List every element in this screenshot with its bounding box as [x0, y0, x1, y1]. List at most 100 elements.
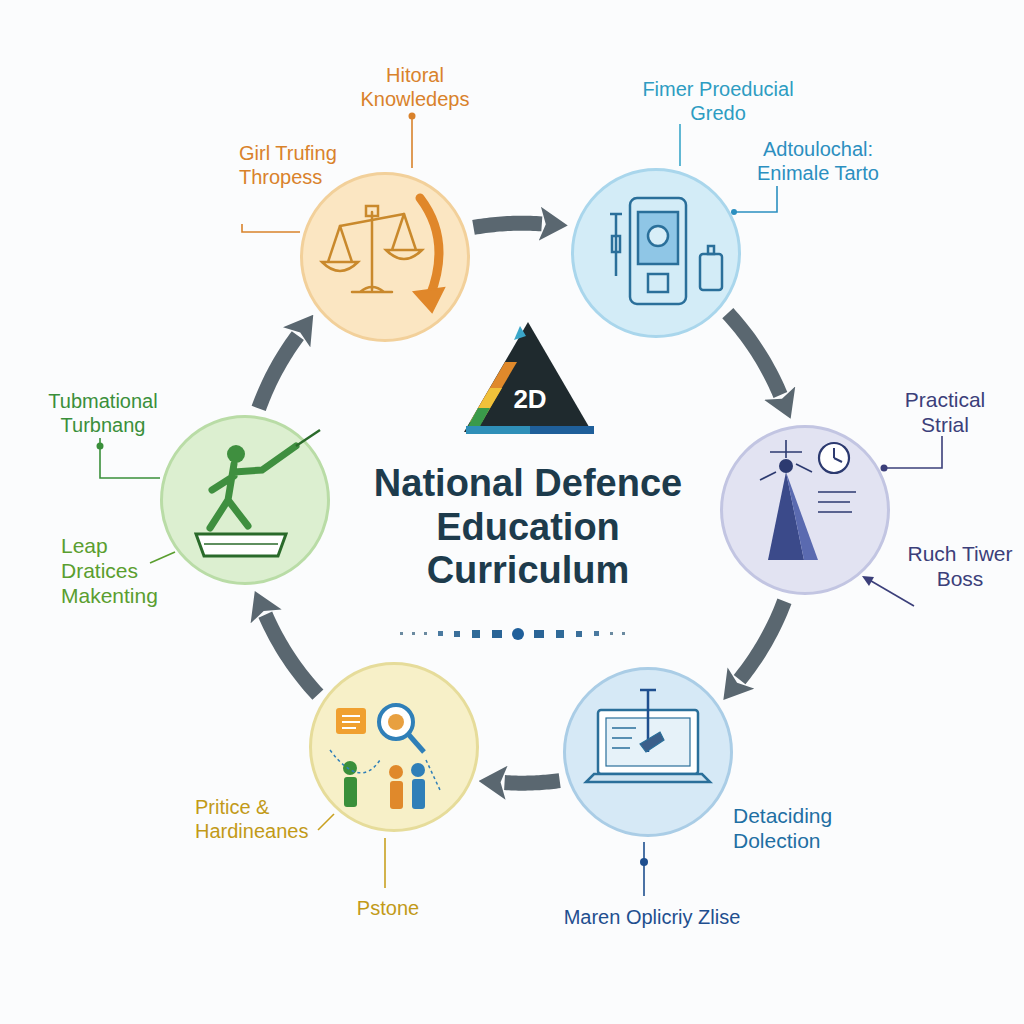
divider-dot — [534, 630, 544, 638]
cycle-arrow — [265, 615, 318, 695]
cycle-arrow — [740, 601, 785, 679]
phone-symbol — [648, 226, 668, 246]
scale-pan — [386, 214, 422, 259]
fencer-body — [210, 446, 296, 528]
cycle-arrow — [505, 781, 560, 784]
fencer-head — [227, 445, 245, 463]
probe — [610, 214, 622, 276]
scales-icon — [322, 198, 444, 312]
magnifier-handle — [409, 735, 424, 752]
stage-label: Girl Trufing Thropess — [239, 141, 339, 189]
probe-grip — [612, 236, 620, 252]
leader-line — [384, 838, 386, 888]
leader-line — [411, 114, 413, 168]
stage-label: Leap Dratices Makenting — [61, 533, 177, 609]
stage-label: Practical Strial — [887, 387, 1003, 437]
stage-label: Tubmational Turbnang — [33, 389, 173, 437]
divider-dot — [438, 631, 443, 636]
leader-line — [734, 186, 777, 212]
stage-label: Hitoral Knowledeps — [345, 63, 485, 111]
divider-dot — [556, 630, 564, 638]
divider-dot — [512, 628, 524, 640]
stage-label: Detaciding Dolection — [733, 803, 883, 853]
leader-line — [318, 814, 334, 830]
stage-label: Adtoulochal: Enimale Tarto — [745, 137, 891, 185]
logo-triangle — [464, 322, 594, 434]
stage-label: Pritice & Hardineanes — [195, 795, 335, 843]
leader-dot — [881, 465, 888, 472]
laptop-screen — [598, 710, 698, 774]
tower-right — [786, 472, 818, 560]
scale-pan — [322, 226, 358, 271]
person-body — [344, 777, 357, 807]
curved-arrow — [420, 198, 439, 296]
magnifier-globe — [388, 714, 404, 730]
curved-arrow-head — [414, 288, 444, 312]
scale-base — [352, 287, 392, 292]
laptop-base — [586, 774, 710, 782]
cycle-arrow — [259, 336, 298, 409]
tower-antenna — [760, 440, 812, 480]
person-head — [389, 765, 403, 779]
pointer — [640, 690, 656, 752]
dotted-divider — [400, 628, 625, 640]
small-device-cap — [708, 246, 714, 254]
leader-dot — [409, 113, 416, 120]
divider-dot — [622, 632, 625, 635]
leader-line — [866, 578, 914, 606]
screen-lines — [612, 728, 636, 748]
phone-button — [648, 274, 668, 292]
leader-line — [643, 842, 645, 896]
magnifier-lens — [379, 705, 413, 739]
stage-label: Pstone — [338, 896, 438, 920]
divider-dot — [424, 632, 427, 635]
leader-dot — [97, 443, 104, 450]
team-icon — [330, 705, 440, 809]
laptop-display — [606, 718, 690, 766]
person-body — [412, 779, 425, 809]
laptop-icon — [586, 690, 710, 782]
divider-dot — [412, 632, 415, 635]
stage-circle: Tubmational TurbnangLeap Dratices Makent… — [160, 415, 330, 585]
logo-bar — [466, 426, 530, 434]
clock-hands — [834, 448, 842, 462]
phone-screen — [638, 212, 678, 264]
scale-top — [366, 206, 378, 216]
stage-circle: Practical StrialRuch Tiwer Boss — [720, 425, 890, 595]
scale-beam — [340, 214, 404, 226]
leader-line — [242, 224, 300, 232]
leader-lines — [97, 113, 943, 897]
phone-icon — [610, 198, 722, 304]
stage-label: Fimer Proeducial Gredo — [623, 77, 813, 125]
diagram-title: National Defence Education Curriculum — [353, 462, 703, 593]
platform-line — [204, 543, 278, 545]
divider-dot — [610, 632, 613, 635]
person-head — [411, 763, 425, 777]
logo-body — [464, 322, 592, 432]
leader-dot — [640, 858, 648, 866]
logo-bar — [530, 426, 594, 434]
tower-left — [768, 472, 804, 560]
text-lines — [818, 492, 856, 512]
platform — [196, 534, 286, 556]
tower-top — [779, 459, 793, 473]
dashed-path — [330, 750, 440, 790]
clock-face — [819, 443, 849, 473]
logo-label: 2D — [498, 384, 562, 415]
cycle-arrow — [474, 223, 542, 227]
leader-arrow — [862, 576, 874, 586]
divider-dot — [594, 631, 599, 636]
tool-shape — [640, 732, 664, 752]
stage-label: Ruch Tiwer Boss — [901, 541, 1019, 591]
leader-line — [150, 552, 175, 563]
divider-dot — [472, 630, 480, 638]
divider-dot — [400, 632, 403, 635]
foil — [296, 430, 320, 446]
divider-dot — [454, 631, 460, 637]
doc-lines — [342, 716, 360, 728]
stage-circle: Hitoral KnowledepsGirl Trufing Thropess — [300, 172, 470, 342]
stage-circle: Detaciding DolectionMaren Oplicriy Zlise — [563, 667, 733, 837]
person-body — [390, 781, 403, 809]
person-head — [343, 761, 357, 775]
